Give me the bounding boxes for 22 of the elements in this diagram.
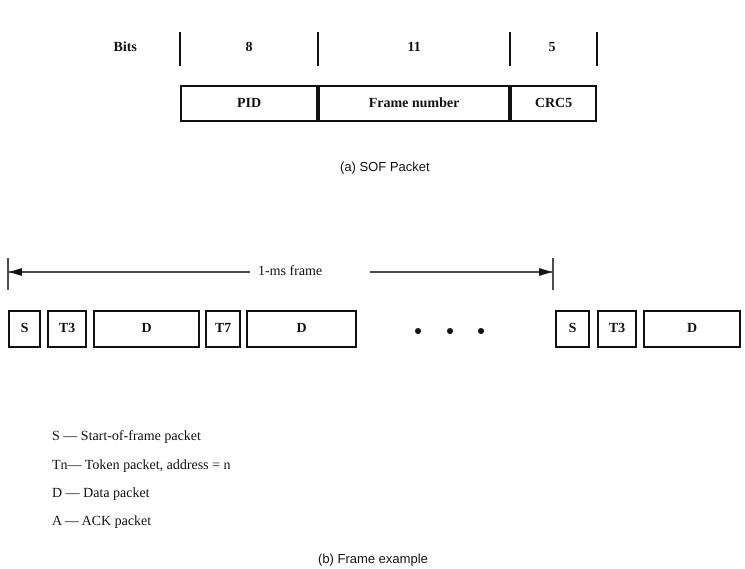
field-box: PID: [180, 85, 318, 122]
packet-box: S: [555, 310, 590, 348]
key-entry: S — Start-of-frame packet: [52, 429, 201, 445]
caption: (a) SOF Packet: [340, 158, 430, 174]
packet-box: D: [93, 310, 200, 348]
dimension-label: 1-ms frame: [258, 264, 322, 280]
packet-box: T7: [205, 310, 241, 348]
key-entry: A — ACK packet: [52, 514, 152, 530]
packet-box: D: [246, 310, 357, 348]
row-label: Bits: [114, 40, 137, 56]
caption: (b) Frame example: [318, 550, 428, 566]
field-box: CRC5: [510, 85, 597, 122]
key-entry: Tn— Token packet, address = n: [52, 458, 230, 474]
packet-box: T3: [47, 310, 87, 348]
bit-count: 11: [408, 40, 421, 56]
packet-box: S: [8, 310, 41, 348]
bit-count: 8: [246, 40, 252, 56]
key-entry: D — Data packet: [52, 486, 150, 502]
field-box: Frame number: [318, 85, 510, 122]
packet-box: T3: [597, 310, 637, 348]
packet-box: D: [643, 310, 741, 348]
bit-count: 5: [548, 40, 556, 56]
